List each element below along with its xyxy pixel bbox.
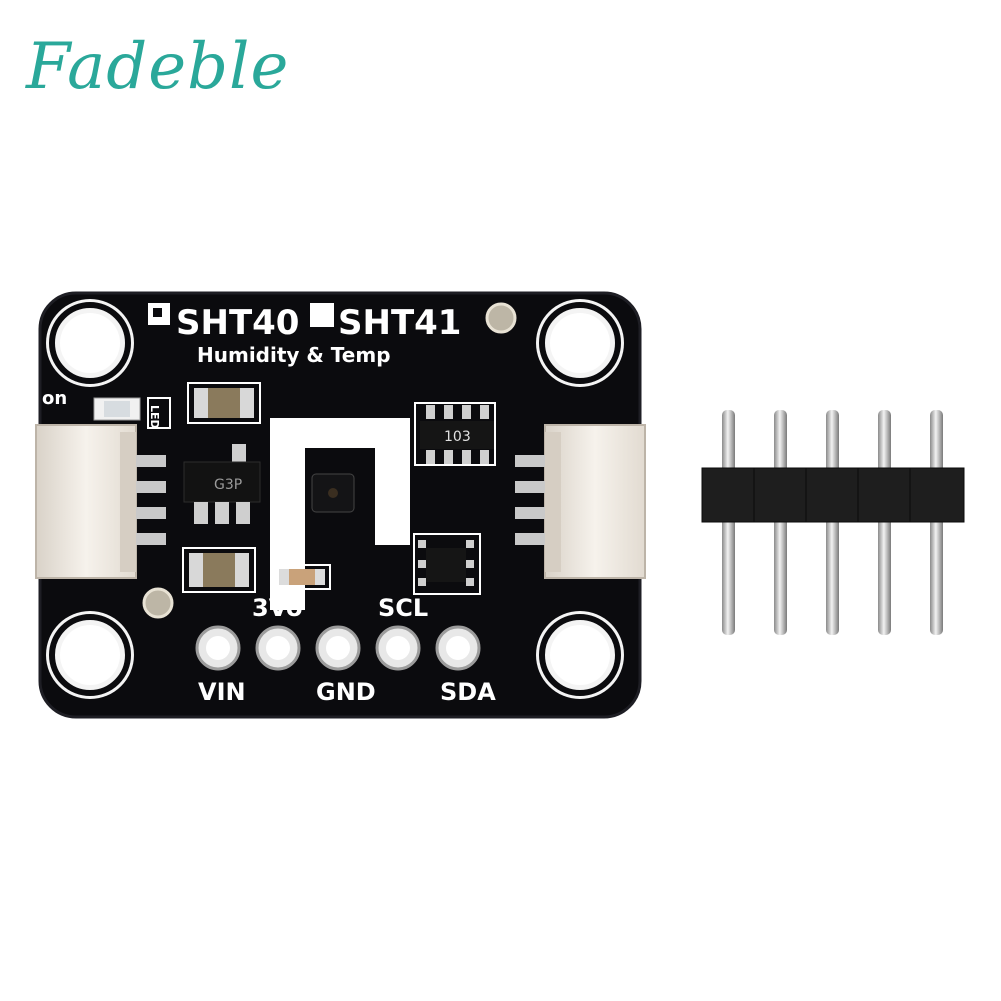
pin-label-sda: SDA <box>440 678 496 706</box>
led-code-box <box>147 397 171 429</box>
via-top <box>485 302 517 334</box>
resistor-marking: 103 <box>444 429 471 445</box>
board-subtitle: Humidity & Temp <box>197 343 391 367</box>
small-resistor <box>273 564 331 590</box>
pin-pads <box>195 625 481 671</box>
pin-label-scl: SCL <box>378 594 428 622</box>
mounting-hole-bottom-left <box>46 611 134 699</box>
humidity-sensor-window <box>270 418 410 610</box>
mounting-hole-top-right <box>536 299 624 387</box>
brand-watermark: Fadeble <box>26 30 290 104</box>
capacitor-bottom <box>182 547 256 593</box>
pin-header <box>701 410 965 635</box>
regulator-marking: G3P <box>214 477 242 493</box>
board-title-sht41: SHT41 <box>338 303 461 343</box>
resistor-network: 103 <box>414 402 496 466</box>
capacitor-top <box>187 382 261 424</box>
led-code: LED <box>148 405 161 429</box>
level-shifter-ic <box>413 533 481 595</box>
voltage-regulator: G3P <box>183 444 261 524</box>
left-jst-connector <box>35 424 166 579</box>
via-left <box>142 587 174 619</box>
right-jst-connector <box>515 424 646 579</box>
pin-label-3vo: 3Vo <box>252 594 302 622</box>
board-title-sht40: SHT40 <box>176 303 299 343</box>
checkbox-filled-icon <box>310 303 334 327</box>
mounting-hole-bottom-right <box>536 611 624 699</box>
pin-label-vin: VIN <box>198 678 246 706</box>
mounting-hole-top-left <box>46 299 134 387</box>
led-label: on <box>42 388 67 409</box>
sensor-board: SHT40 SHT41 Humidity & Temp on LED <box>35 291 646 719</box>
pin-label-gnd: GND <box>316 678 376 706</box>
